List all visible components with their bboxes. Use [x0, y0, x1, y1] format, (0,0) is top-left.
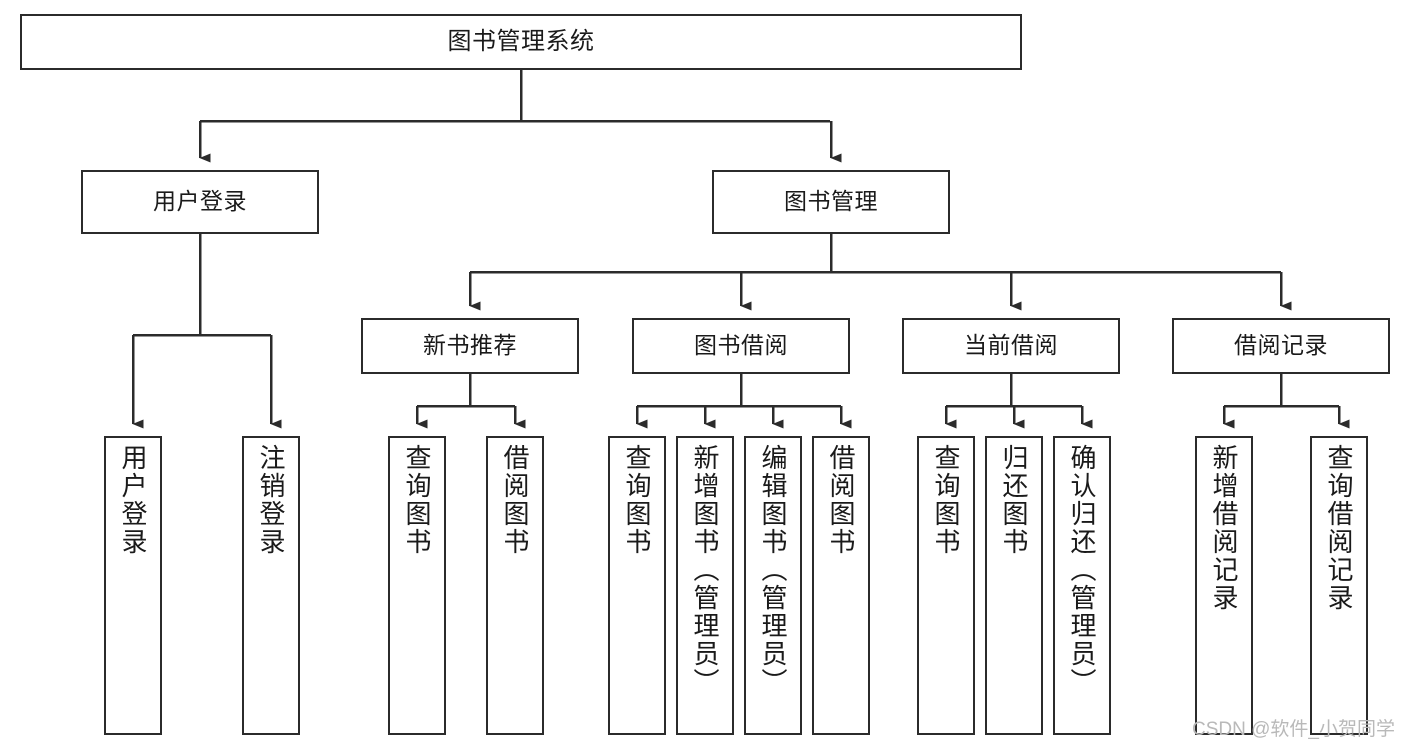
- node-book-borrow-label: 图书借阅: [694, 332, 788, 359]
- node-new-book-recommend[interactable]: 新书推荐: [361, 318, 579, 374]
- node-book-borrow[interactable]: 图书借阅: [632, 318, 850, 374]
- leaf-query-books-current[interactable]: 查询图书: [917, 436, 975, 735]
- node-borrow-record-label: 借阅记录: [1234, 332, 1328, 359]
- leaf-borrow-books-label: 借阅图书: [826, 444, 856, 556]
- leaf-add-book-admin-label: 新增图书（管理员）: [690, 444, 720, 696]
- node-user-login[interactable]: 用户登录: [81, 170, 319, 234]
- leaf-query-borrow-record[interactable]: 查询借阅记录: [1310, 436, 1368, 735]
- csdn-watermark: CSDN @软件_小贺同学: [1192, 719, 1395, 740]
- node-book-management-label: 图书管理: [784, 188, 878, 215]
- leaf-edit-book-admin-label: 编辑图书（管理员）: [758, 444, 788, 696]
- leaf-borrow-books[interactable]: 借阅图书: [812, 436, 870, 735]
- leaf-add-borrow-record[interactable]: 新增借阅记录: [1195, 436, 1253, 735]
- leaf-confirm-return-admin-label: 确认归还（管理员）: [1067, 444, 1097, 696]
- node-borrow-record[interactable]: 借阅记录: [1172, 318, 1390, 374]
- leaf-query-books-current-label: 查询图书: [931, 444, 961, 556]
- leaf-return-books[interactable]: 归还图书: [985, 436, 1043, 735]
- leaf-add-book-admin[interactable]: 新增图书（管理员）: [676, 436, 734, 735]
- leaf-query-books-borrow-label: 查询图书: [622, 444, 652, 556]
- leaf-query-books-recommend-label: 查询图书: [402, 444, 432, 556]
- leaf-borrow-books-recommend[interactable]: 借阅图书: [486, 436, 544, 735]
- leaf-edit-book-admin[interactable]: 编辑图书（管理员）: [744, 436, 802, 735]
- leaf-logout-label: 注销登录: [256, 444, 286, 556]
- leaf-return-books-label: 归还图书: [999, 444, 1029, 556]
- node-current-borrow[interactable]: 当前借阅: [902, 318, 1120, 374]
- leaf-user-login[interactable]: 用户登录: [104, 436, 162, 735]
- node-user-login-label: 用户登录: [153, 188, 247, 215]
- leaf-logout[interactable]: 注销登录: [242, 436, 300, 735]
- leaf-borrow-books-recommend-label: 借阅图书: [500, 444, 530, 556]
- leaf-user-login-label: 用户登录: [118, 444, 148, 556]
- leaf-confirm-return-admin[interactable]: 确认归还（管理员）: [1053, 436, 1111, 735]
- node-new-book-recommend-label: 新书推荐: [423, 332, 517, 359]
- node-root-label: 图书管理系统: [447, 27, 595, 55]
- leaf-add-borrow-record-label: 新增借阅记录: [1209, 444, 1239, 612]
- leaf-query-books-recommend[interactable]: 查询图书: [388, 436, 446, 735]
- node-root[interactable]: 图书管理系统: [20, 14, 1022, 70]
- leaf-query-borrow-record-label: 查询借阅记录: [1324, 444, 1354, 612]
- node-current-borrow-label: 当前借阅: [964, 332, 1058, 359]
- node-book-management[interactable]: 图书管理: [712, 170, 950, 234]
- leaf-query-books-borrow[interactable]: 查询图书: [608, 436, 666, 735]
